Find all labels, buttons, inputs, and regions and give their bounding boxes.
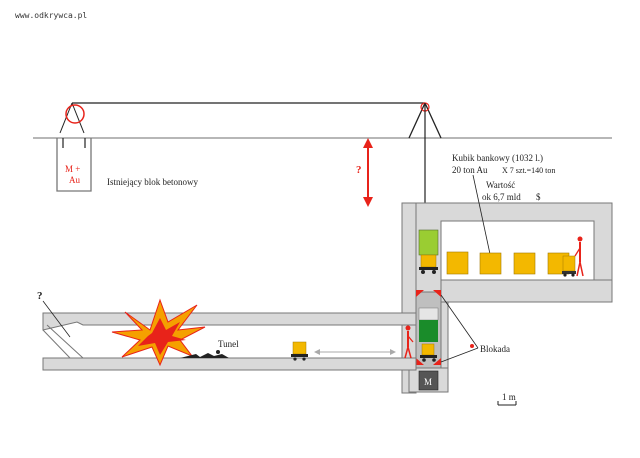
currency-symbol: $ [536,192,541,202]
counterweight: M [418,370,439,391]
block-weight-line2: Au [69,175,80,185]
value-line2: ok 6,7 mld [482,192,521,202]
block-title: Istniejący blok betonowy [107,177,198,187]
tunnel-worker-figure [404,325,414,359]
blockade-pointer [440,347,479,363]
gold-cube [513,252,536,275]
tunnel-question-pointer [42,300,71,338]
watermark-text: www.odkrywca.pl [15,11,87,20]
blockade-pointer [440,294,479,349]
lift-gap-arrow [363,138,373,207]
tunnel-label: Tunel [218,339,239,349]
blockade-marker [416,358,424,365]
cube-line2: 20 ton Au [452,165,488,175]
cube-pointer-line [472,174,491,255]
explosion-burst [111,298,206,367]
pulley-cable [59,102,425,134]
blockade-dot [470,344,474,348]
blockade-label: Blokada [480,344,510,354]
cube-line1: Kubik bankowy (1032 l.) [452,153,543,163]
left-pulley-wheel [65,104,85,124]
scale-bar [497,401,517,406]
block-weight-line1: M + [65,164,80,174]
lift-cage-lower [418,307,439,362]
counterweight-label: M [424,377,432,387]
value-line1: Wartość [486,180,515,190]
tunnel-end-question: ? [37,290,43,302]
blockade-marker [433,358,441,365]
gold-cube [446,251,469,275]
concrete-block: M + Au [56,138,92,192]
blockade-marker [433,290,441,297]
tunnel-cart [291,341,308,361]
scale-label: 1 m [502,392,516,402]
tunnel-debris [180,350,229,358]
gold-cube [479,252,502,275]
vault-chamber [401,202,613,394]
tunnel-movement-arrow [314,349,396,355]
blockade-marker [416,290,424,297]
lift-cage-upper [418,229,439,274]
tunnel [42,312,417,371]
cube-line3: X 7 szt.=140 ton [502,166,555,175]
lift-gap-question: ? [356,164,362,176]
vault-worker-figure [574,236,584,277]
vault-cart [562,255,576,277]
